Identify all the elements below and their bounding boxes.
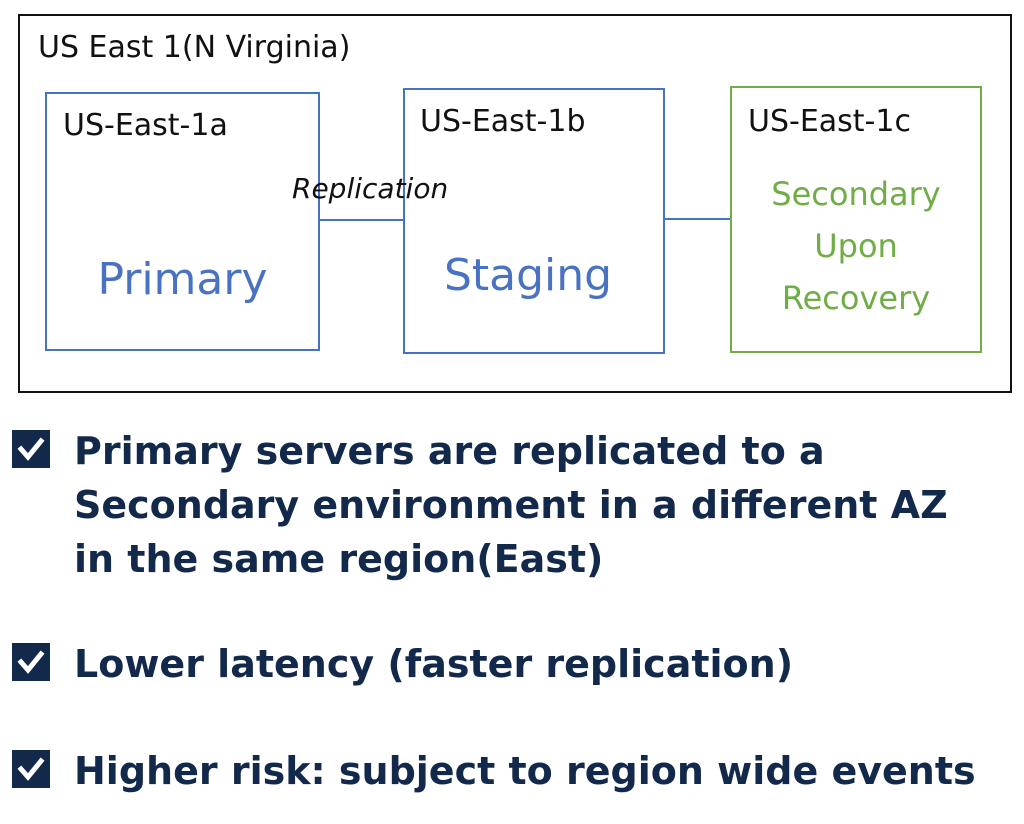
bullet-item: Higher risk: subject to region wide even…: [12, 744, 994, 798]
az-role-upon: Upon: [814, 227, 898, 265]
az-box-us-east-1b: [403, 88, 665, 354]
recovery-connector: [664, 218, 730, 220]
checkbox-checked-icon: [12, 430, 50, 468]
region-box: [18, 14, 1012, 393]
replication-label: Replication: [292, 172, 449, 205]
az-role-recovery: Recovery: [781, 279, 931, 317]
replication-connector: [319, 219, 403, 221]
az-role-secondary: Secondary: [771, 175, 941, 213]
bullet-item: Primary servers are replicated to a Seco…: [12, 424, 994, 586]
az-box-us-east-1a: [45, 92, 320, 351]
checkbox-checked-icon: [12, 643, 50, 681]
bullet-text: Higher risk: subject to region wide even…: [74, 749, 976, 793]
az-label-us-east-1b: US-East-1b: [420, 104, 586, 139]
az-label-us-east-1c: US-East-1c: [748, 104, 911, 139]
bullet-text: Lower latency (faster replication): [74, 642, 794, 686]
az-label-us-east-1a: US-East-1a: [63, 108, 228, 143]
az-role-primary: Primary: [97, 254, 268, 305]
bullet-item: Lower latency (faster replication): [12, 637, 994, 691]
az-box-us-east-1c: [730, 86, 982, 353]
region-title: US East 1(N Virginia): [38, 30, 351, 65]
bullet-text: Primary servers are replicated to a Seco…: [74, 429, 948, 581]
az-role-staging: Staging: [443, 250, 613, 301]
checkbox-checked-icon: [12, 750, 50, 788]
